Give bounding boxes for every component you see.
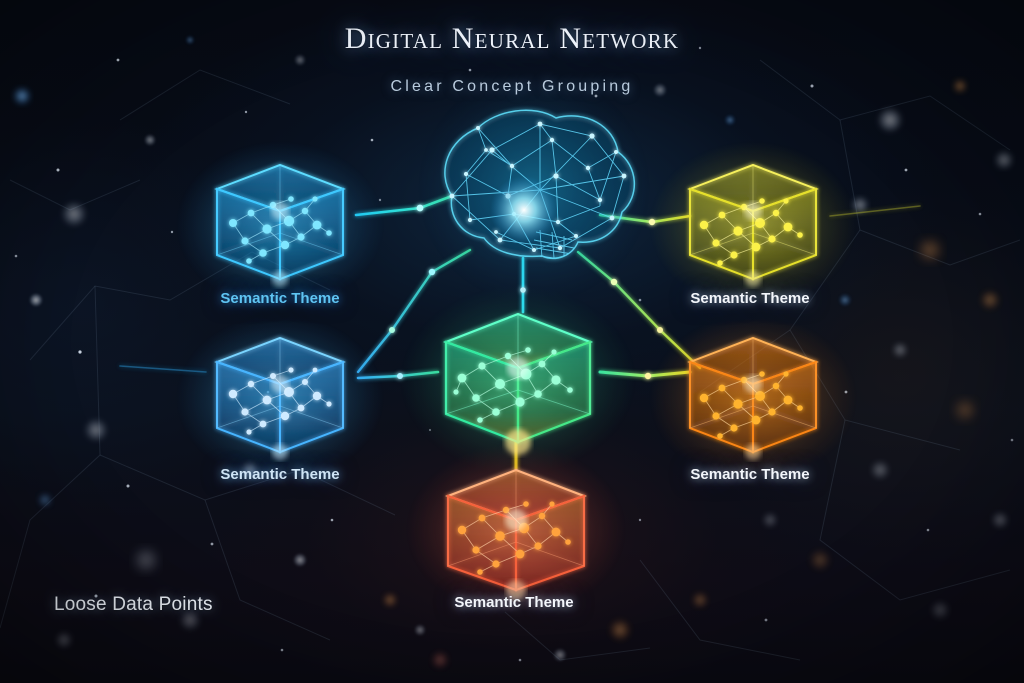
bokeh-dots bbox=[12, 35, 1014, 670]
page-title: Digital Neural Network bbox=[0, 22, 1024, 56]
cube-mid-right[interactable] bbox=[649, 314, 857, 482]
label-cube-mid-left: Semantic Theme bbox=[200, 466, 360, 483]
cube-top-right[interactable] bbox=[649, 141, 857, 309]
label-cube-mid-right: Semantic Theme bbox=[670, 466, 830, 483]
cube-top-left[interactable] bbox=[176, 141, 384, 309]
label-cube-bottom: Semantic Theme bbox=[434, 594, 594, 611]
cube-center[interactable] bbox=[400, 286, 636, 474]
loose-data-points-annotation: Loose Data Points bbox=[54, 594, 213, 616]
cube-mid-left[interactable] bbox=[176, 314, 384, 482]
label-cube-top-right: Semantic Theme bbox=[670, 290, 830, 307]
label-cube-top-left: Semantic Theme bbox=[200, 290, 360, 307]
page-subtitle: Clear Concept Grouping bbox=[0, 78, 1024, 96]
cube-bottom[interactable] bbox=[406, 444, 626, 616]
